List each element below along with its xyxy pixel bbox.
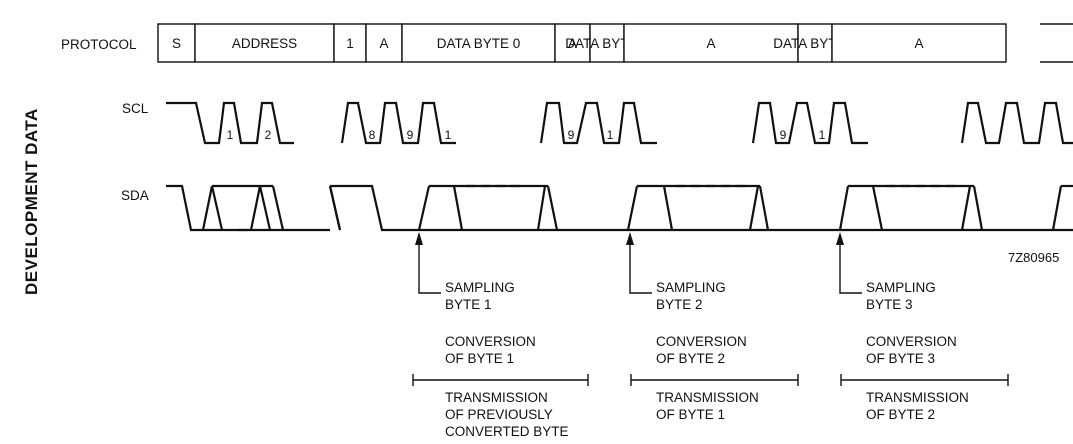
transmission-label: OF BYTE 2 <box>866 407 935 422</box>
protocol-field-box <box>554 23 591 63</box>
protocol-field-label: ADDRESS <box>232 36 297 51</box>
sda-row-label: SDA <box>121 188 149 203</box>
protocol-field-label: A <box>914 36 923 51</box>
transmission-label: TRANSMISSION <box>445 390 548 405</box>
scl-pulse-numbers: 1 2 8 9 1 9 1 9 1 <box>227 128 826 142</box>
sda-waveform <box>166 184 1073 232</box>
protocol-field-label: 1 <box>346 36 354 51</box>
figure-code: 7Z80965 <box>1008 250 1059 265</box>
conversion-label: CONVERSION <box>445 334 536 349</box>
protocol-field-box <box>401 23 556 63</box>
scl-pulse-number: 9 <box>780 128 787 142</box>
protocol-field-label: S <box>172 36 181 51</box>
sampling-label: SAMPLING <box>866 280 936 295</box>
transmission-label: TRANSMISSION <box>656 390 759 405</box>
scl-pulse-number: 9 <box>568 128 575 142</box>
protocol-field-label: A <box>379 36 388 51</box>
scl-pulse-number: 1 <box>227 128 234 142</box>
sampling-arrow <box>839 241 862 294</box>
protocol-field-box <box>194 23 335 63</box>
protocol-field-box <box>333 23 367 63</box>
conversion-label: OF BYTE 3 <box>866 351 935 366</box>
protocol-row-label: PROTOCOL <box>61 37 137 52</box>
transmission-label: CONVERTED BYTE <box>445 424 569 439</box>
protocol-field-label: A <box>706 36 715 51</box>
scl-pulse-number: 8 <box>369 128 376 142</box>
transmission-span-bar <box>412 374 589 386</box>
transmission-label: OF PREVIOUSLY <box>445 407 553 422</box>
sampling-annotations: SAMPLING BYTE 1 CONVERSION OF BYTE 1 TRANSMI… <box>412 232 1009 439</box>
sampling-label: BYTE 3 <box>866 297 913 312</box>
sampling-label: SAMPLING <box>445 280 515 295</box>
transmission-span-bar <box>630 374 799 386</box>
protocol-field-box <box>589 23 625 63</box>
scl-waveform <box>166 101 1073 145</box>
protocol-field-label: A <box>568 36 577 51</box>
sampling-label: BYTE 1 <box>445 297 492 312</box>
scl-pulse-number: 9 <box>407 128 414 142</box>
protocol-field-box <box>157 23 196 63</box>
sampling-arrow <box>418 241 441 294</box>
scl-pulse-number: 1 <box>607 128 614 142</box>
scl-row-label: SCL <box>122 101 149 116</box>
sampling-arrowhead <box>626 232 634 245</box>
protocol-field-box <box>623 23 799 63</box>
sampling-label: BYTE 2 <box>656 297 703 312</box>
conversion-label: OF BYTE 2 <box>656 351 725 366</box>
scl-pulse-number: 2 <box>265 128 272 142</box>
scl-pulse-number: 1 <box>445 128 452 142</box>
conversion-label: CONVERSION <box>656 334 747 349</box>
sampling-label: SAMPLING <box>656 280 726 295</box>
side-label: DEVELOPMENT DATA <box>22 108 41 295</box>
protocol-field-box <box>831 23 1007 63</box>
transmission-label: TRANSMISSION <box>866 390 969 405</box>
transmission-label: OF BYTE 1 <box>656 407 725 422</box>
protocol-field-box <box>797 23 833 63</box>
sampling-arrowhead <box>836 232 844 245</box>
conversion-label: CONVERSION <box>866 334 957 349</box>
scl-pulse-number: 1 <box>819 128 826 142</box>
conversion-label: OF BYTE 1 <box>445 351 514 366</box>
transmission-span-bar <box>840 374 1009 386</box>
sampling-arrow <box>629 241 652 294</box>
protocol-field-label: DATA BYTE 0 <box>437 36 521 51</box>
sampling-arrowhead <box>415 232 423 245</box>
